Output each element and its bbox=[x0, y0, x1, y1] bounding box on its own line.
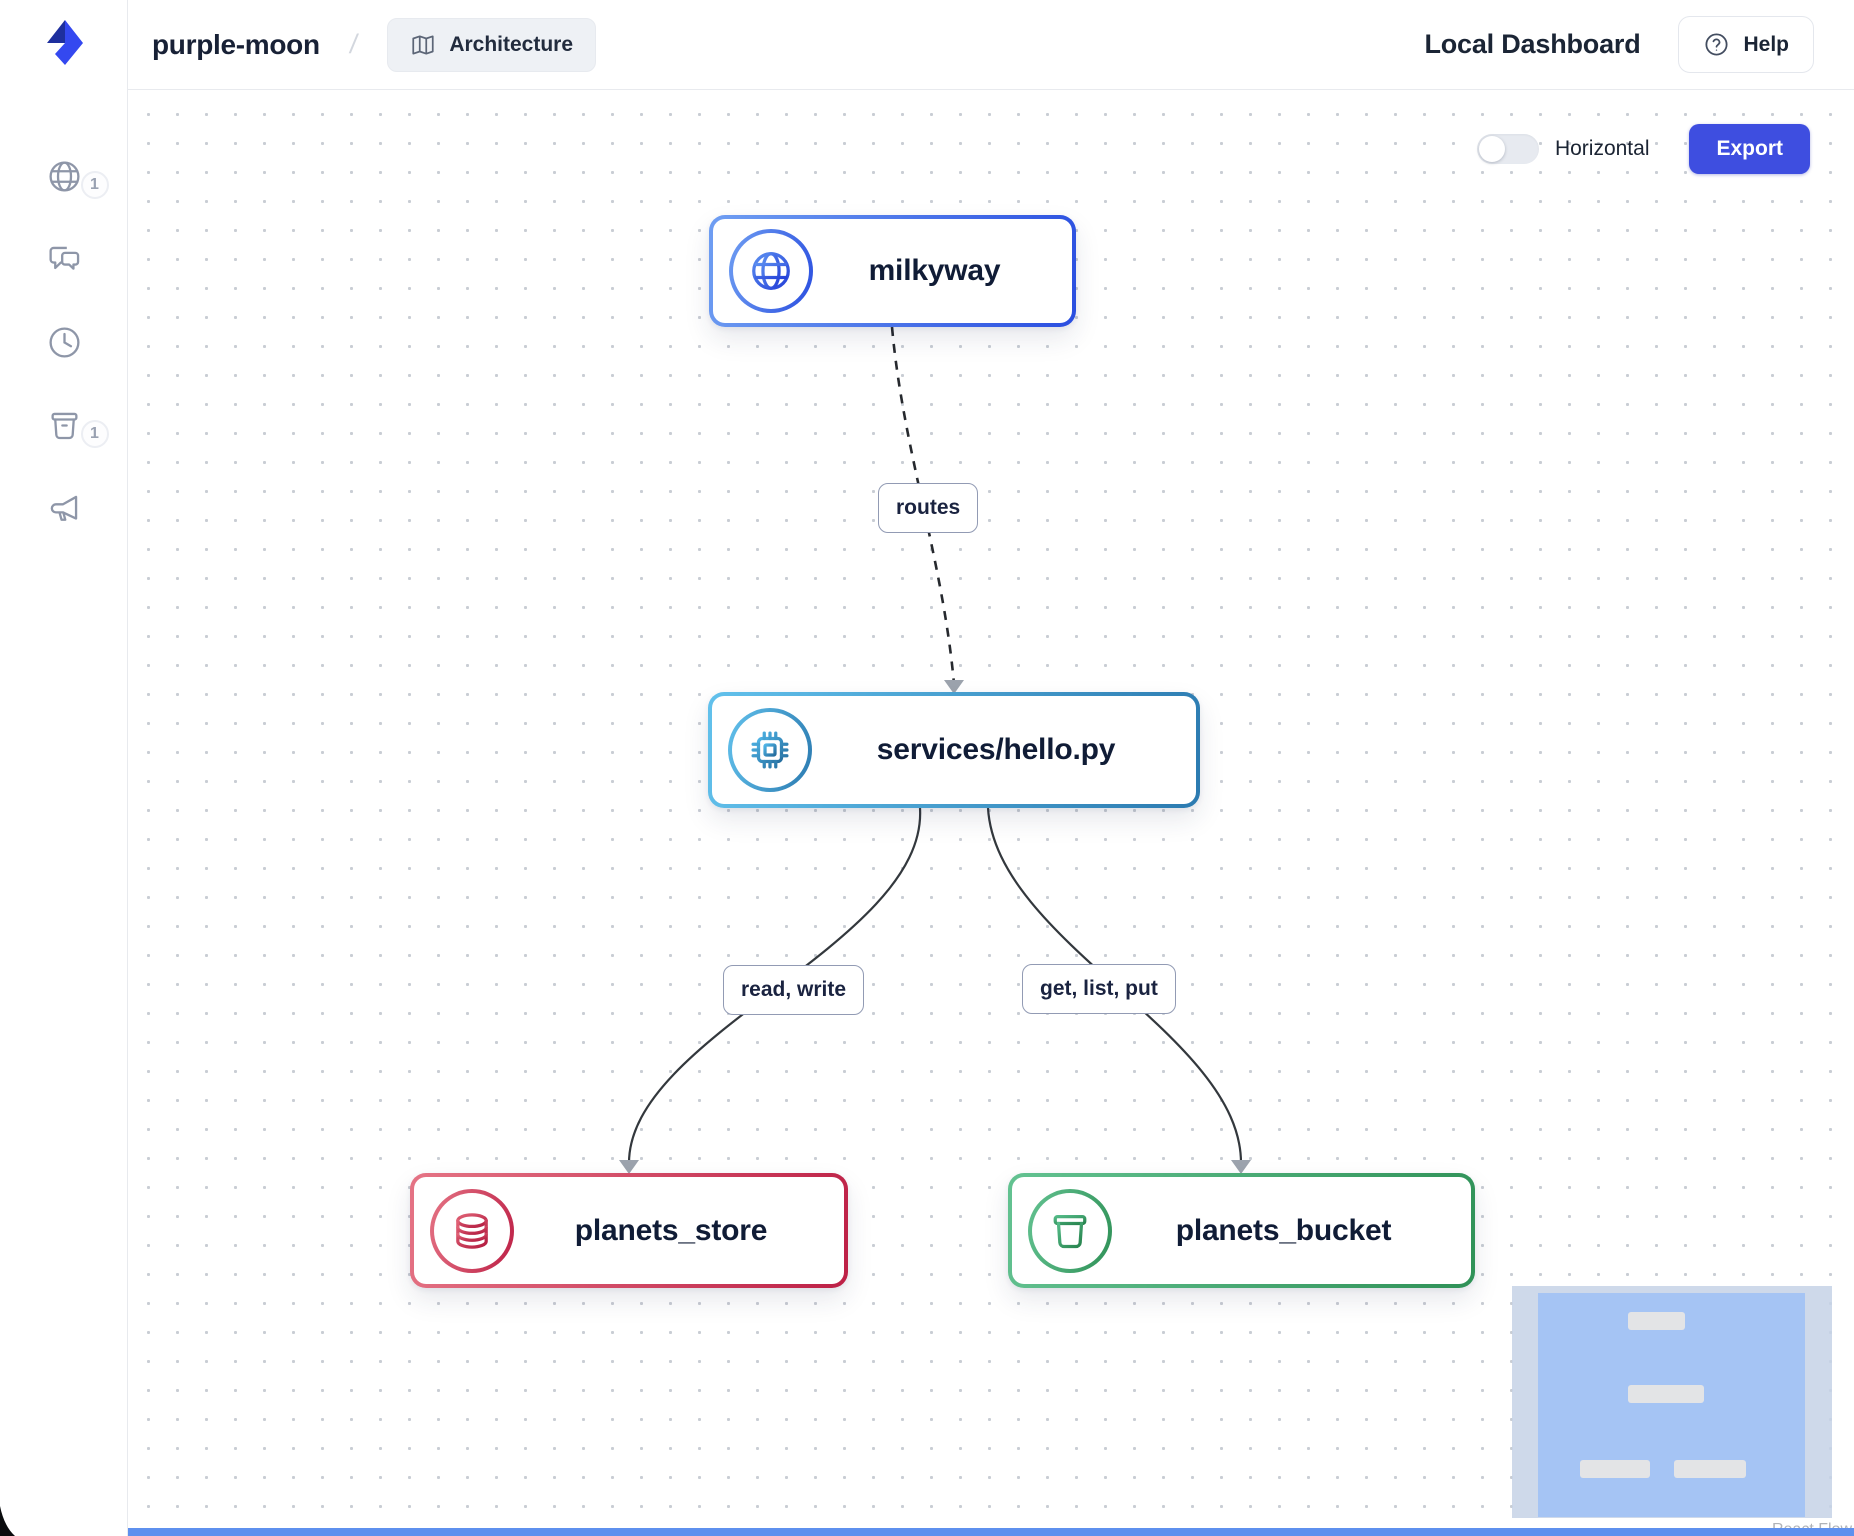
breadcrumb-separator: / bbox=[347, 29, 360, 59]
logo-icon bbox=[47, 20, 83, 65]
header: purple-moon / Architecture Local Dashboa… bbox=[128, 0, 1854, 90]
chip-icon bbox=[728, 708, 812, 792]
project-name: purple-moon bbox=[152, 28, 320, 60]
main-column: purple-moon / Architecture Local Dashboa… bbox=[128, 0, 1854, 1536]
header-right: Local Dashboard Help bbox=[1424, 16, 1814, 73]
globe-icon bbox=[48, 161, 80, 192]
minimap[interactable] bbox=[1512, 1286, 1832, 1518]
database-icon bbox=[430, 1189, 514, 1273]
page-title: Local Dashboard bbox=[1424, 29, 1641, 59]
arrowhead bbox=[1231, 1160, 1251, 1174]
help-button[interactable]: Help bbox=[1678, 16, 1814, 73]
node-planets-store[interactable]: planets_store bbox=[410, 1173, 848, 1288]
help-button-label: Help bbox=[1743, 32, 1789, 56]
tab-architecture[interactable]: Architecture bbox=[387, 17, 597, 72]
minimap-node-service bbox=[1628, 1385, 1704, 1403]
storage-count-badge: 1 bbox=[80, 420, 109, 448]
node-services-hello-py[interactable]: services/hello.py bbox=[708, 692, 1200, 808]
bucket-icon bbox=[50, 412, 78, 440]
bucket-icon bbox=[1028, 1189, 1112, 1273]
node-label: services/hello.py bbox=[876, 733, 1116, 766]
edge-label-routes: routes bbox=[878, 483, 979, 533]
sidebar-item-schedules[interactable] bbox=[46, 324, 83, 361]
edge-label-get-list-put: get, list, put bbox=[1022, 964, 1176, 1014]
node-milkyway[interactable]: milkyway bbox=[709, 215, 1076, 327]
map-icon bbox=[412, 34, 434, 55]
megaphone-icon bbox=[50, 495, 77, 521]
sidebar: 1 1 bbox=[0, 0, 128, 1536]
export-button[interactable]: Export bbox=[1689, 124, 1810, 174]
arrowhead bbox=[619, 1160, 639, 1174]
help-circle-icon bbox=[1705, 33, 1729, 56]
sidebar-item-websockets[interactable] bbox=[46, 241, 83, 278]
toggle-knob[interactable] bbox=[1478, 136, 1505, 162]
sidebar-item-apis[interactable]: 1 bbox=[46, 158, 109, 199]
minimap-node-bucket bbox=[1674, 1460, 1746, 1478]
globe-icon bbox=[729, 229, 813, 313]
chat-icon bbox=[48, 246, 79, 270]
minimap-node-milkyway bbox=[1628, 1312, 1685, 1330]
apis-count-badge: 1 bbox=[80, 171, 109, 199]
minimap-node-store bbox=[1580, 1460, 1650, 1478]
app-logo[interactable] bbox=[0, 12, 128, 70]
clock-icon bbox=[48, 327, 80, 358]
node-label: milkyway bbox=[868, 254, 1001, 287]
node-label: planets_store bbox=[574, 1213, 768, 1247]
sidebar-nav: 1 1 bbox=[0, 158, 128, 527]
arrowhead bbox=[944, 680, 964, 694]
tab-architecture-label: Architecture bbox=[449, 32, 574, 56]
node-label: planets_bucket bbox=[1175, 1213, 1392, 1247]
edge-routes[interactable] bbox=[890, 326, 956, 685]
edge-label-read-write: read, write bbox=[723, 965, 865, 1015]
flow-canvas[interactable]: routes read, write get, list, put milkyw… bbox=[128, 90, 1854, 1536]
corner-artifact bbox=[0, 1506, 15, 1536]
node-planets-bucket[interactable]: planets_bucket bbox=[1008, 1173, 1475, 1288]
horizontal-toggle[interactable] bbox=[1476, 134, 1539, 164]
canvas-bottom-bar bbox=[128, 1528, 1854, 1536]
horizontal-toggle-label: Horizontal bbox=[1554, 137, 1650, 160]
sidebar-item-topics[interactable] bbox=[46, 490, 83, 527]
sidebar-item-storage[interactable]: 1 bbox=[46, 407, 109, 448]
minimap-viewport[interactable] bbox=[1538, 1293, 1805, 1517]
canvas-controls: Horizontal Export bbox=[1476, 124, 1810, 174]
